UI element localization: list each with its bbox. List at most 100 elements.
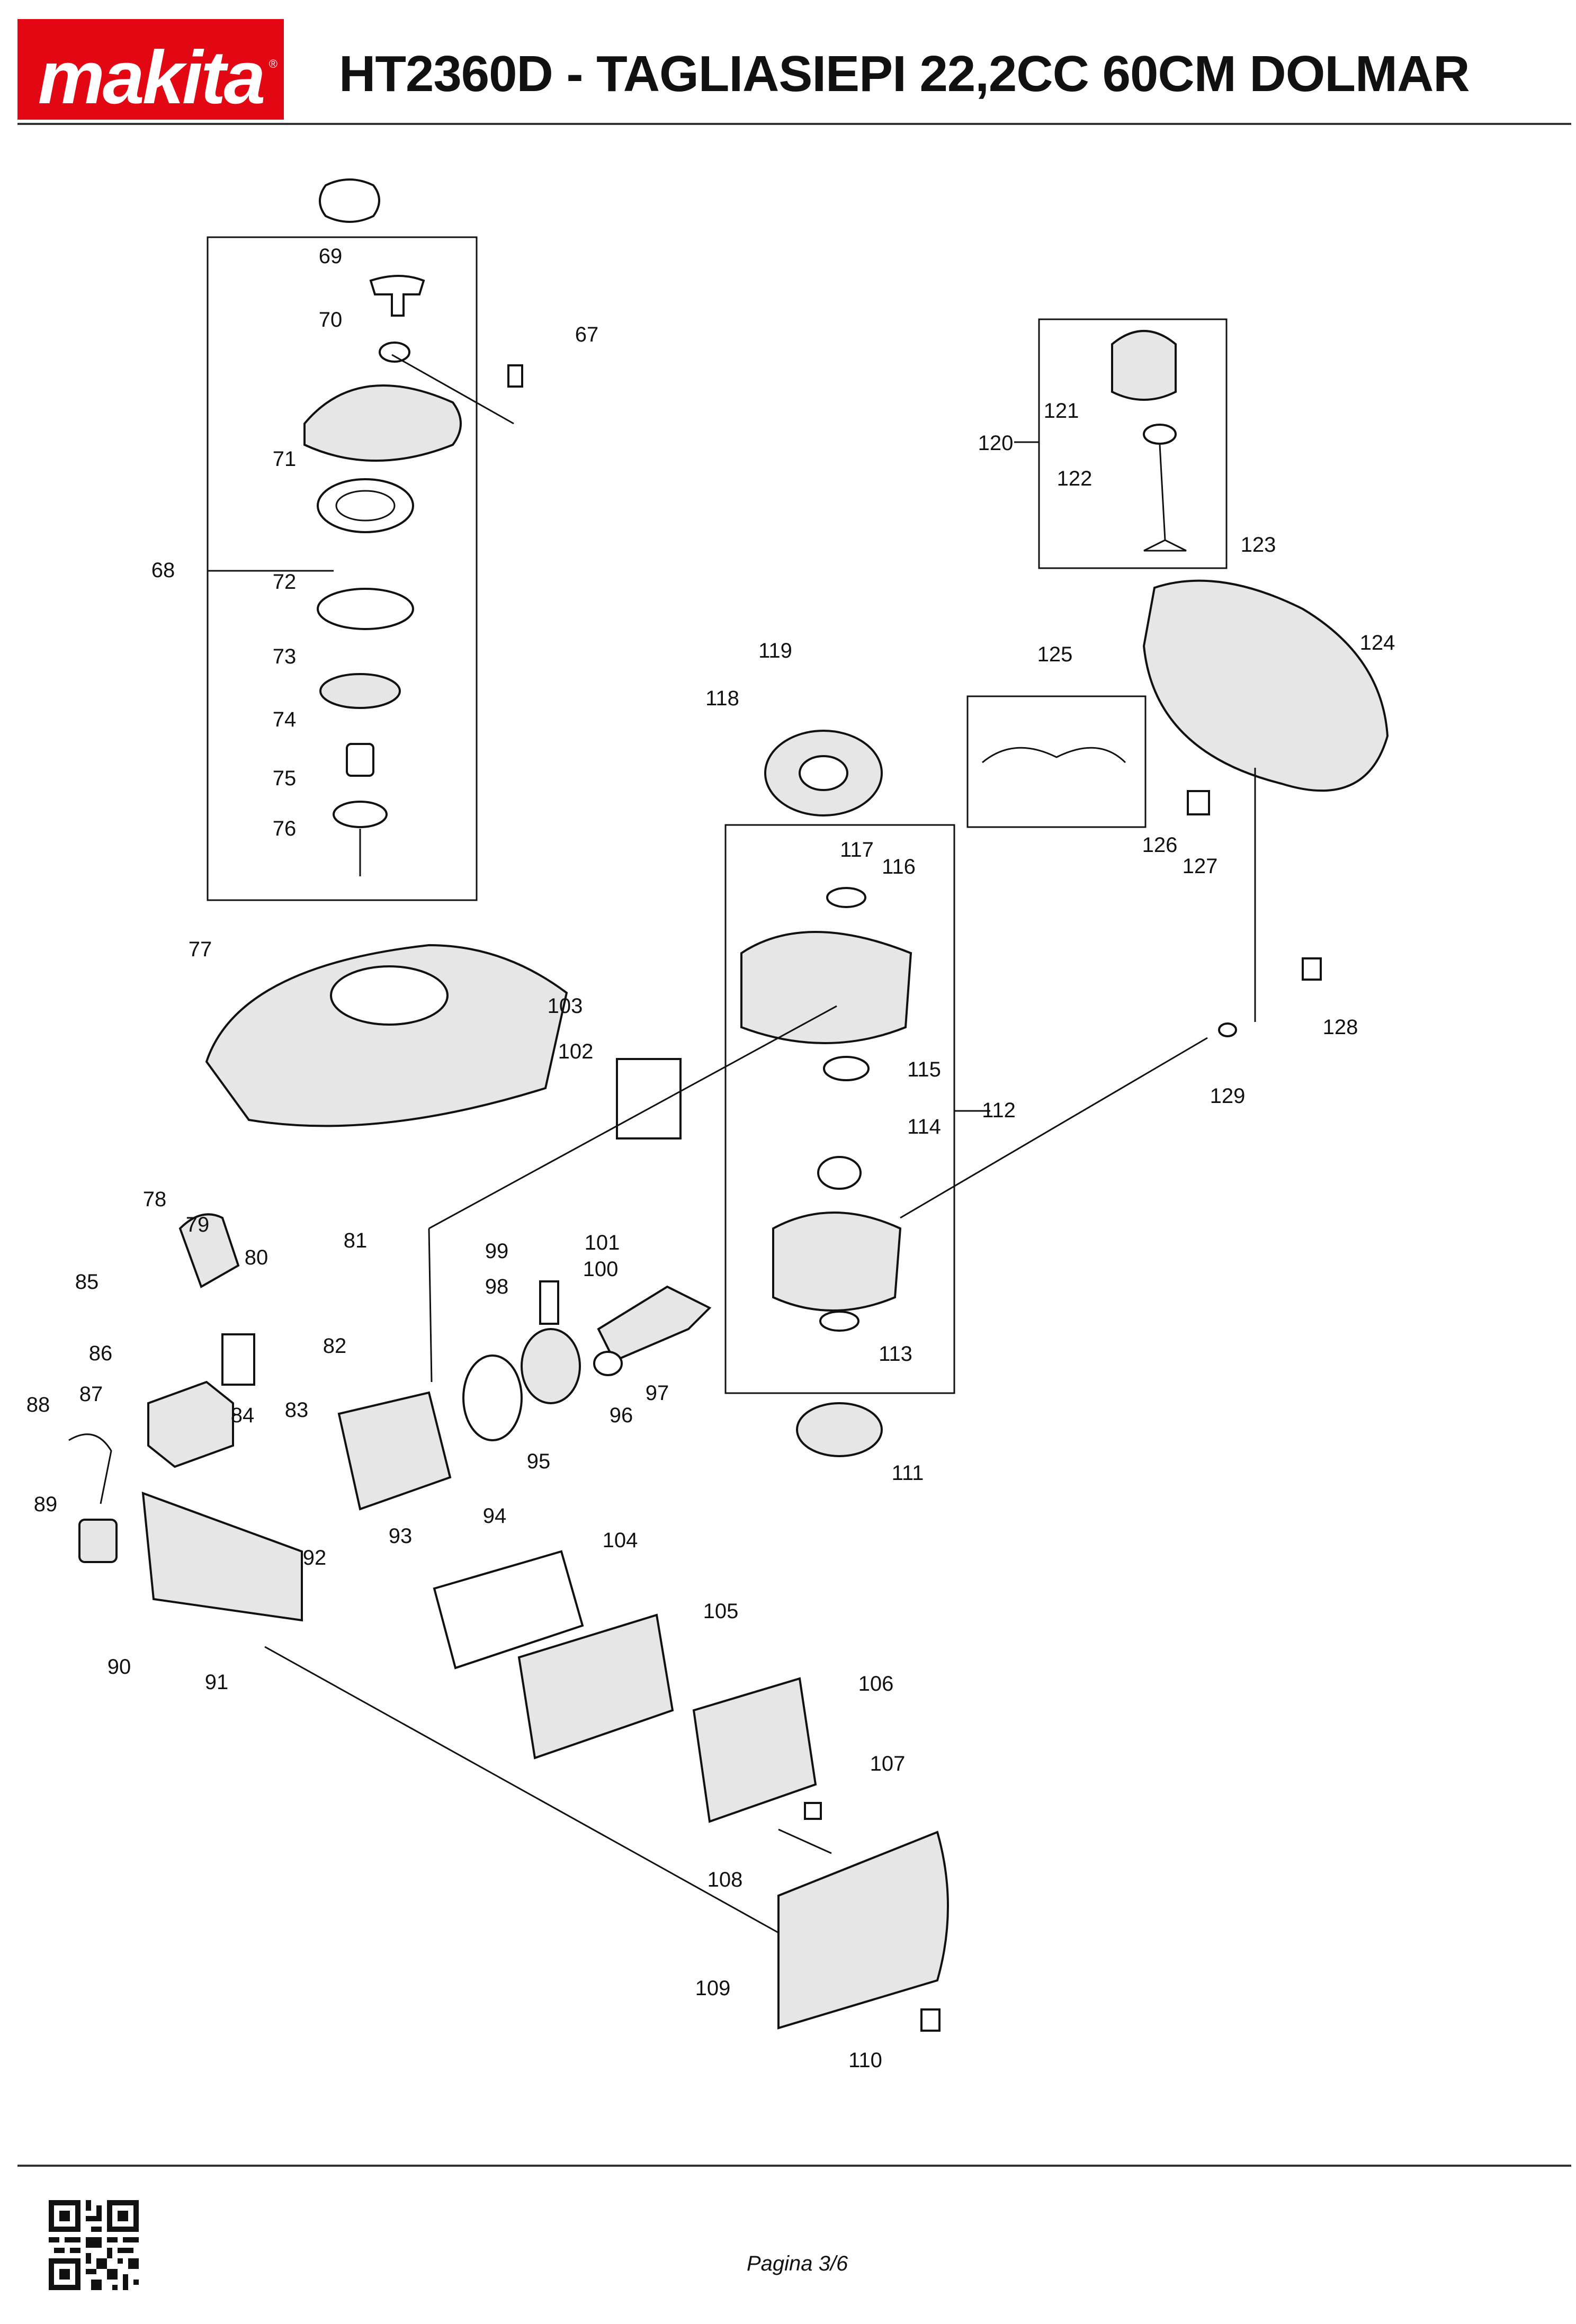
part-label: 83 [285,1398,309,1422]
part-label: 119 [758,639,792,662]
fuel-filter-line [1143,444,1187,552]
logo-wordmark: makita [38,35,266,120]
part-label: 79 [186,1213,210,1236]
part-label: 123 [1241,533,1276,557]
part-label: 77 [189,938,212,961]
part-label: 85 [75,1270,99,1294]
piston-pin-part [539,1280,559,1325]
screw-128-part [1302,957,1322,981]
recoil-starter-group-box [207,236,478,901]
leader-109 [264,1646,779,1934]
part-label: 70 [319,308,343,331]
leader-129 [900,1037,1208,1219]
part-label: 87 [79,1383,103,1406]
part-label: 122 [1057,467,1093,490]
part-label: 94 [483,1504,507,1528]
footer-divider [17,2165,1571,2167]
fuel-cap-part [1111,330,1177,401]
part-label: 117 [840,838,874,862]
part-label: 125 [1037,643,1073,666]
fan-cover-opening [330,965,449,1026]
muffler-cover-part [777,1831,949,2030]
part-label: 100 [583,1258,619,1281]
bracket-91-part [141,1492,303,1622]
seal-113-part [819,1311,859,1332]
crankshaft-part [597,1285,712,1362]
part-label: 95 [527,1450,551,1473]
part-label: 92 [303,1546,327,1569]
piston-ring-part [462,1354,523,1441]
page-title: HT2360D - TAGLIASIEPI 22,2CC 60CM DOLMAR [339,46,1470,102]
registered-mark: ® [268,57,277,70]
fuel-tank-part [1142,579,1389,792]
part-label: 93 [389,1524,413,1548]
clutch-part [796,1402,883,1457]
part-label: 73 [273,645,297,668]
part-label: 78 [143,1188,167,1211]
crankcase-half-upper [740,931,912,1044]
part-label: 105 [703,1600,739,1623]
cap-89-part [78,1519,118,1563]
page-number: Pagina 3/6 [747,2252,848,2275]
muffler-plate-part [692,1677,817,1823]
part-label: 110 [848,2049,882,2072]
screw-67-part [507,364,523,388]
part-label: 114 [907,1115,941,1138]
crankcase-group-box [724,824,955,1394]
starter-housing-part [303,384,462,462]
part-label: 116 [882,855,916,878]
part-label: 109 [695,1977,731,2000]
part-labels: 67 68 69 70 71 72 73 74 75 76 77 78 79 8… [26,245,1395,2072]
part-label: 69 [319,245,343,268]
part-label: 88 [26,1393,50,1416]
fuel-filter-head [1143,424,1177,445]
part-label: 84 [231,1404,255,1427]
part-label: 103 [548,994,583,1018]
gasket-102-part [616,1058,682,1139]
part-label: 72 [273,570,297,594]
part-label: 97 [646,1381,669,1405]
part-label: 118 [705,687,739,710]
leader-cylinder [428,1228,433,1383]
spring-part [346,743,374,777]
fuel-cap-group-box [1038,318,1228,569]
screw-110-part [920,2008,941,2032]
part-label: 111 [892,1461,924,1485]
part-label: 104 [603,1529,638,1552]
fan-cover-part [205,944,568,1127]
ratchet-part [333,801,388,828]
part-label: 106 [858,1672,894,1695]
needle-bearing-part [593,1351,623,1376]
part-label: 91 [205,1671,229,1694]
part-label: 128 [1323,1016,1358,1039]
crankcase-half-lower [772,1212,902,1312]
part-label: 126 [1142,833,1178,857]
part-label: 113 [879,1342,912,1366]
muffler-part [517,1613,674,1760]
part-label: 112 [982,1099,1016,1122]
part-label: 90 [108,1655,131,1679]
fuel-hose-group-box [966,695,1147,828]
part-label: 81 [344,1229,368,1252]
ignition-coil-part [147,1380,234,1468]
check-valve-part [1187,790,1210,815]
part-label: 127 [1183,855,1218,878]
bolt-108-part [778,1828,832,1854]
high-tension-cord-part [68,1433,112,1504]
cylinder-part [337,1391,452,1511]
part-label: 124 [1360,631,1395,654]
fuel-hose-part [982,747,1126,764]
leader-67 [391,354,514,425]
part-label: 107 [870,1752,906,1775]
part-label: 129 [1210,1084,1246,1108]
part-label: 89 [34,1493,58,1516]
part-label: 102 [558,1040,594,1063]
part-label: 86 [89,1342,113,1365]
starter-seal-part [319,178,380,223]
part-label: 120 [978,432,1014,455]
pulley-part [319,673,401,709]
makita-logo: makita ® [17,19,284,120]
washer-129-part [1218,1022,1237,1037]
qr-code-icon [49,2200,139,2290]
